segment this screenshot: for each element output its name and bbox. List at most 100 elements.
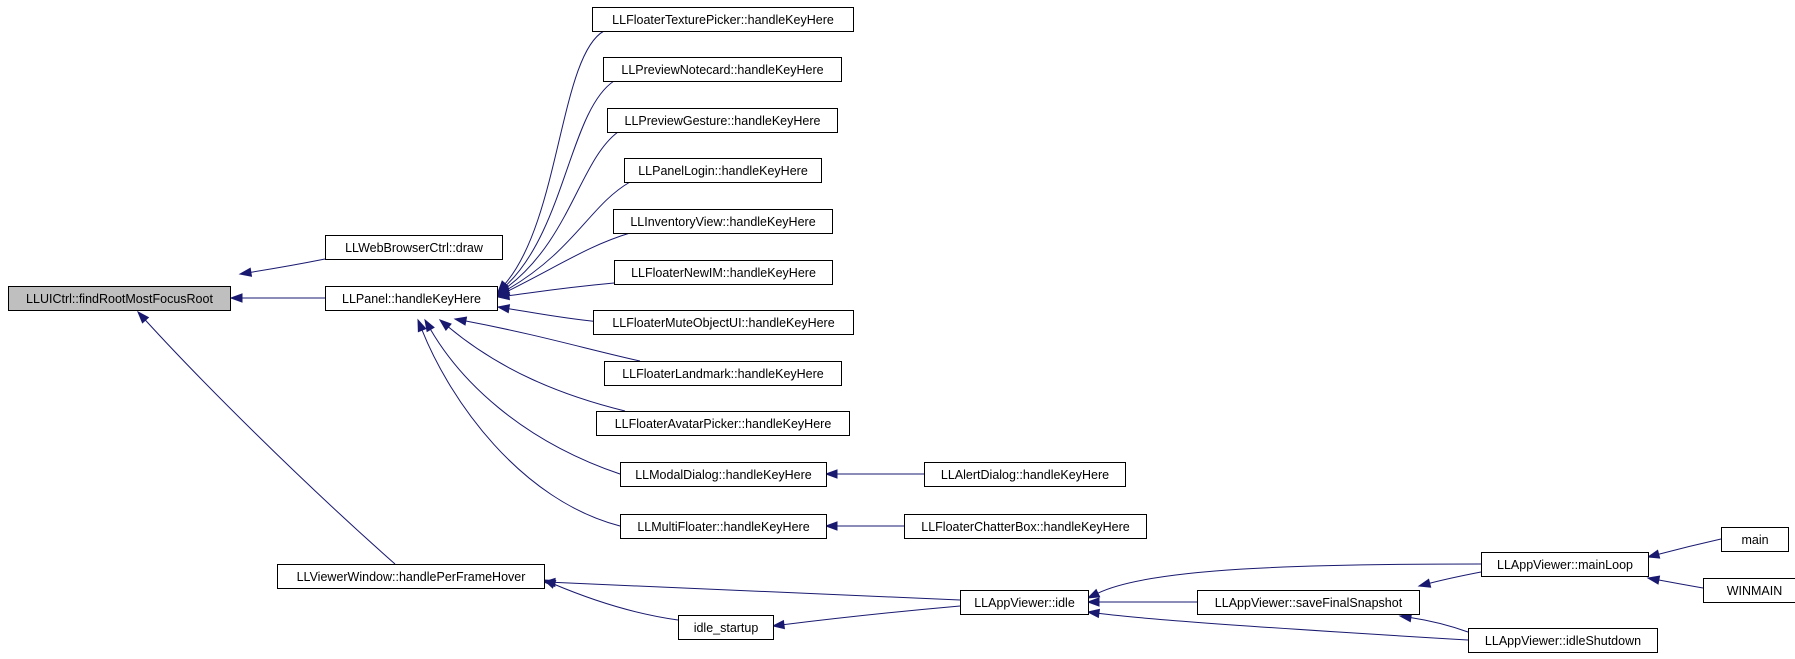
node-label: LLAlertDialog::handleKeyHere — [941, 468, 1109, 482]
edge-n3-n2 — [504, 30, 605, 284]
edge-arrowhead-n16-n0 — [137, 310, 150, 324]
node-box — [607, 108, 838, 133]
edge-n18-n17 — [783, 605, 961, 626]
node-n5[interactable]: LLPreviewGesture::handleKeyHere — [607, 108, 838, 133]
node-box — [620, 514, 827, 539]
node-box — [620, 462, 827, 487]
node-n4[interactable]: LLPreviewNotecard::handleKeyHere — [603, 57, 842, 82]
node-box — [624, 158, 822, 183]
edges-layer — [137, 30, 1722, 641]
node-label: LLFloaterChatterBox::handleKeyHere — [921, 520, 1130, 534]
node-n20[interactable]: LLAppViewer::mainLoop — [1481, 552, 1649, 577]
node-label: LLAppViewer::idleShutdown — [1485, 634, 1641, 648]
edge-n10-n2 — [465, 320, 641, 362]
node-label: LLFloaterAvatarPicker::handleKeyHere — [615, 417, 832, 431]
node-n11[interactable]: LLFloaterAvatarPicker::handleKeyHere — [596, 411, 850, 436]
edge-n7-n2 — [507, 232, 631, 292]
edge-n14-n2 — [421, 330, 621, 527]
edge-n16-n0 — [145, 319, 396, 565]
edge-arrowhead-n10-n2 — [453, 316, 468, 326]
node-n13[interactable]: LLAlertDialog::handleKeyHere — [924, 462, 1126, 487]
node-box — [613, 209, 833, 234]
node-label: LLAppViewer::saveFinalSnapshot — [1215, 596, 1403, 610]
node-n17[interactable]: idle_startup — [678, 615, 774, 640]
edge-n8-n2 — [508, 282, 615, 297]
node-n21[interactable]: LLAppViewer::idleShutdown — [1468, 628, 1658, 653]
edge-n17-n16 — [553, 583, 679, 621]
node-n18[interactable]: LLAppViewer::idle — [960, 590, 1089, 615]
node-box — [596, 411, 850, 436]
node-label: idle_startup — [694, 621, 759, 635]
edge-n5-n2 — [506, 131, 619, 288]
node-n8[interactable]: LLFloaterNewIM::handleKeyHere — [614, 260, 833, 285]
edge-n1-n0 — [250, 258, 326, 273]
edge-arrowhead-n9-n2 — [496, 304, 511, 314]
node-n2[interactable]: LLPanel::handleKeyHere — [325, 286, 498, 311]
node-label: LLUICtrl::findRootMostFocusRoot — [26, 292, 213, 306]
node-label: WINMAIN — [1727, 584, 1783, 598]
edge-n20-n19 — [1429, 571, 1482, 584]
edge-n22-n20 — [1658, 538, 1722, 555]
node-label: LLPreviewGesture::handleKeyHere — [625, 114, 821, 128]
edge-arrowhead-n12-n2 — [424, 318, 435, 333]
edge-arrowhead-n23-n20 — [1646, 575, 1661, 585]
edge-n21-n18 — [1098, 612, 1469, 641]
edge-n20-n18 — [1097, 563, 1482, 594]
node-n16[interactable]: LLViewerWindow::handlePerFrameHover — [277, 564, 545, 589]
edge-n9-n2 — [508, 308, 601, 323]
node-n14[interactable]: LLMultiFloater::handleKeyHere — [620, 514, 827, 539]
node-box — [924, 462, 1126, 487]
node-box — [678, 615, 774, 640]
node-box — [1468, 628, 1658, 653]
node-n1[interactable]: LLWebBrowserCtrl::draw — [325, 235, 503, 260]
edge-arrowhead-n17-n16 — [542, 579, 557, 589]
edge-n11-n2 — [448, 326, 626, 412]
node-n12[interactable]: LLModalDialog::handleKeyHere — [620, 462, 827, 487]
nodes-layer: LLUICtrl::findRootMostFocusRoot LLWebBrow… — [8, 7, 1795, 653]
node-label: LLFloaterLandmark::handleKeyHere — [622, 367, 824, 381]
edge-arrowhead-n22-n20 — [1646, 549, 1661, 559]
node-box — [1197, 590, 1420, 615]
node-label: LLWebBrowserCtrl::draw — [345, 241, 484, 255]
node-n22[interactable]: main — [1721, 527, 1789, 552]
edge-n18-n16 — [554, 581, 961, 601]
node-box — [8, 286, 231, 311]
node-box — [325, 286, 498, 311]
node-n9[interactable]: LLFloaterMuteObjectUI::handleKeyHere — [593, 310, 854, 335]
node-box — [1481, 552, 1649, 577]
node-label: LLFloaterTexturePicker::handleKeyHere — [612, 13, 834, 27]
node-box — [277, 564, 545, 589]
edge-arrowhead-n13-n12 — [824, 469, 838, 479]
node-n19[interactable]: LLAppViewer::saveFinalSnapshot — [1197, 590, 1420, 615]
edge-n6-n2 — [507, 181, 631, 290]
node-label: LLFloaterMuteObjectUI::handleKeyHere — [612, 316, 834, 330]
node-n23[interactable]: WINMAIN — [1703, 578, 1795, 603]
node-label: main — [1741, 533, 1768, 547]
node-label: LLAppViewer::idle — [974, 596, 1075, 610]
node-n6[interactable]: LLPanelLogin::handleKeyHere — [624, 158, 822, 183]
node-box — [960, 590, 1089, 615]
node-box — [1703, 578, 1795, 603]
node-box — [1721, 527, 1789, 552]
node-n3[interactable]: LLFloaterTexturePicker::handleKeyHere — [592, 7, 854, 32]
node-n15[interactable]: LLFloaterChatterBox::handleKeyHere — [904, 514, 1147, 539]
node-n10[interactable]: LLFloaterLandmark::handleKeyHere — [604, 361, 842, 386]
edge-n4-n2 — [505, 80, 615, 286]
edge-n21-n19 — [1410, 617, 1469, 633]
node-box — [592, 7, 854, 32]
node-label: LLModalDialog::handleKeyHere — [635, 468, 812, 482]
node-label: LLInventoryView::handleKeyHere — [630, 215, 815, 229]
node-box — [904, 514, 1147, 539]
edge-arrowhead-n14-n2 — [417, 318, 427, 333]
node-box — [603, 57, 842, 82]
edge-arrowhead-n19-n18 — [1086, 597, 1100, 607]
node-label: LLPanelLogin::handleKeyHere — [638, 164, 808, 178]
node-n0[interactable]: LLUICtrl::findRootMostFocusRoot — [8, 286, 231, 311]
node-label: LLPreviewNotecard::handleKeyHere — [621, 63, 823, 77]
edge-n23-n20 — [1658, 579, 1704, 589]
edge-arrowhead-n20-n18 — [1086, 588, 1101, 599]
edge-arrowhead-n21-n18 — [1086, 608, 1101, 619]
node-n7[interactable]: LLInventoryView::handleKeyHere — [613, 209, 833, 234]
edge-arrowhead-n15-n14 — [824, 521, 838, 531]
